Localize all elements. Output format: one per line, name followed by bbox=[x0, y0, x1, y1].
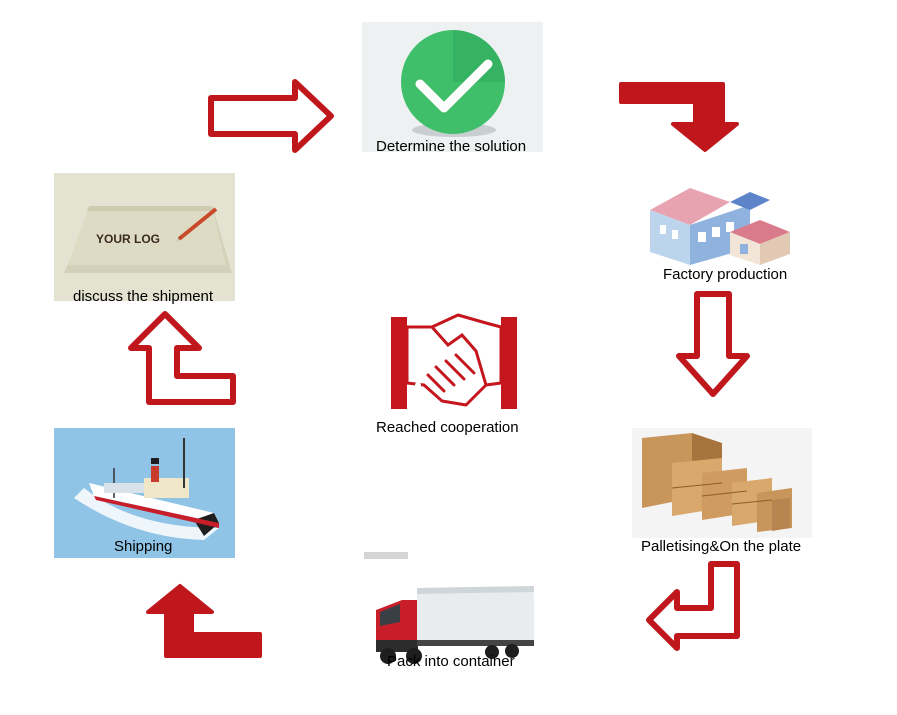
arrow-down-right-icon bbox=[619, 82, 739, 152]
factory-icon bbox=[650, 188, 790, 265]
shipping-image bbox=[54, 428, 235, 558]
determine-image bbox=[362, 22, 543, 152]
determine-label: Determine the solution bbox=[376, 138, 527, 155]
arrow-up-icon bbox=[128, 311, 236, 405]
arrow-left-up-icon bbox=[146, 584, 262, 658]
factory-label: Factory production bbox=[663, 266, 788, 283]
logo-text: YOUR LOG bbox=[96, 232, 160, 246]
discuss-image: YOUR LOG bbox=[54, 173, 235, 301]
factory-image bbox=[630, 170, 800, 285]
checkmark-circle-icon bbox=[401, 30, 505, 137]
palletising-image bbox=[632, 428, 812, 538]
arrow-down-left-icon bbox=[646, 561, 740, 651]
discuss-label: discuss the shipment bbox=[73, 288, 214, 305]
arrow-right-icon bbox=[208, 79, 334, 153]
handshake-icon bbox=[391, 313, 517, 409]
shipping-label: Shipping bbox=[114, 538, 173, 555]
container-label: Pack into container bbox=[387, 653, 515, 670]
arrow-down-icon bbox=[676, 291, 750, 397]
logo-paper-icon: YOUR LOG bbox=[64, 206, 232, 273]
handshake-image bbox=[388, 305, 520, 417]
palletising-label: Palletising&On the plate bbox=[641, 538, 802, 555]
container-image bbox=[362, 552, 542, 677]
ship-icon bbox=[74, 438, 219, 540]
boxes-icon bbox=[642, 433, 792, 532]
truck-icon bbox=[364, 552, 534, 664]
center-label: Reached cooperation bbox=[376, 419, 519, 436]
